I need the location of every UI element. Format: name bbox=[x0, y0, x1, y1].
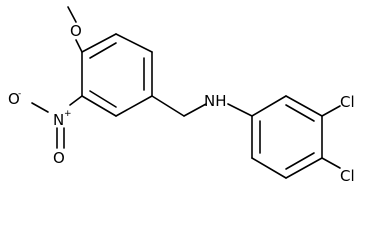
atom-label-chlorine-bottom: Cl bbox=[340, 167, 355, 185]
molecule-structure: O O - N + O NH Cl Cl bbox=[8, 6, 355, 185]
ring1-double-1 bbox=[89, 42, 117, 59]
atom-label-methoxy-o: O bbox=[70, 22, 82, 40]
ring2-double-2 bbox=[285, 152, 315, 170]
bond-ring-cl-bottom bbox=[321, 157, 341, 169]
charge-label-n-plus: + bbox=[64, 109, 72, 119]
structure-canvas: O O - N + O NH Cl Cl bbox=[8, 6, 355, 185]
atom-label-nitro-o-minus: O bbox=[8, 90, 20, 108]
ring1-bond-4 bbox=[115, 95, 153, 117]
bond-nitro-o-minus bbox=[31, 102, 49, 113]
charge-label-o-minus: - bbox=[18, 89, 21, 99]
bond-nh-ring2 bbox=[227, 103, 253, 117]
ring1-bond-1 bbox=[81, 33, 117, 53]
ring1-double-3 bbox=[89, 90, 117, 108]
bond-ring-ch2 bbox=[151, 95, 185, 117]
ring2-bond-4 bbox=[285, 157, 323, 179]
atom-label-nitro-n: N bbox=[53, 111, 64, 129]
ring1-bond-2 bbox=[115, 33, 153, 53]
bond-methyl-o bbox=[67, 6, 77, 23]
bond-ring-nitro bbox=[69, 95, 83, 106]
ring2-bond-1 bbox=[251, 95, 287, 117]
bond-ch2-nh bbox=[183, 103, 207, 117]
ring2-double-1 bbox=[285, 104, 315, 122]
ring2-bond-2 bbox=[285, 95, 323, 117]
bond-ring-cl-top bbox=[321, 105, 341, 117]
atom-label-nitro-o-double: O bbox=[53, 149, 65, 167]
atom-label-amine-nh: NH bbox=[204, 92, 227, 110]
ring2-bond-5 bbox=[251, 157, 287, 179]
ring1-bond-5 bbox=[81, 95, 117, 117]
atom-label-chlorine-top: Cl bbox=[340, 93, 355, 111]
bond-o-ring bbox=[75, 39, 83, 53]
